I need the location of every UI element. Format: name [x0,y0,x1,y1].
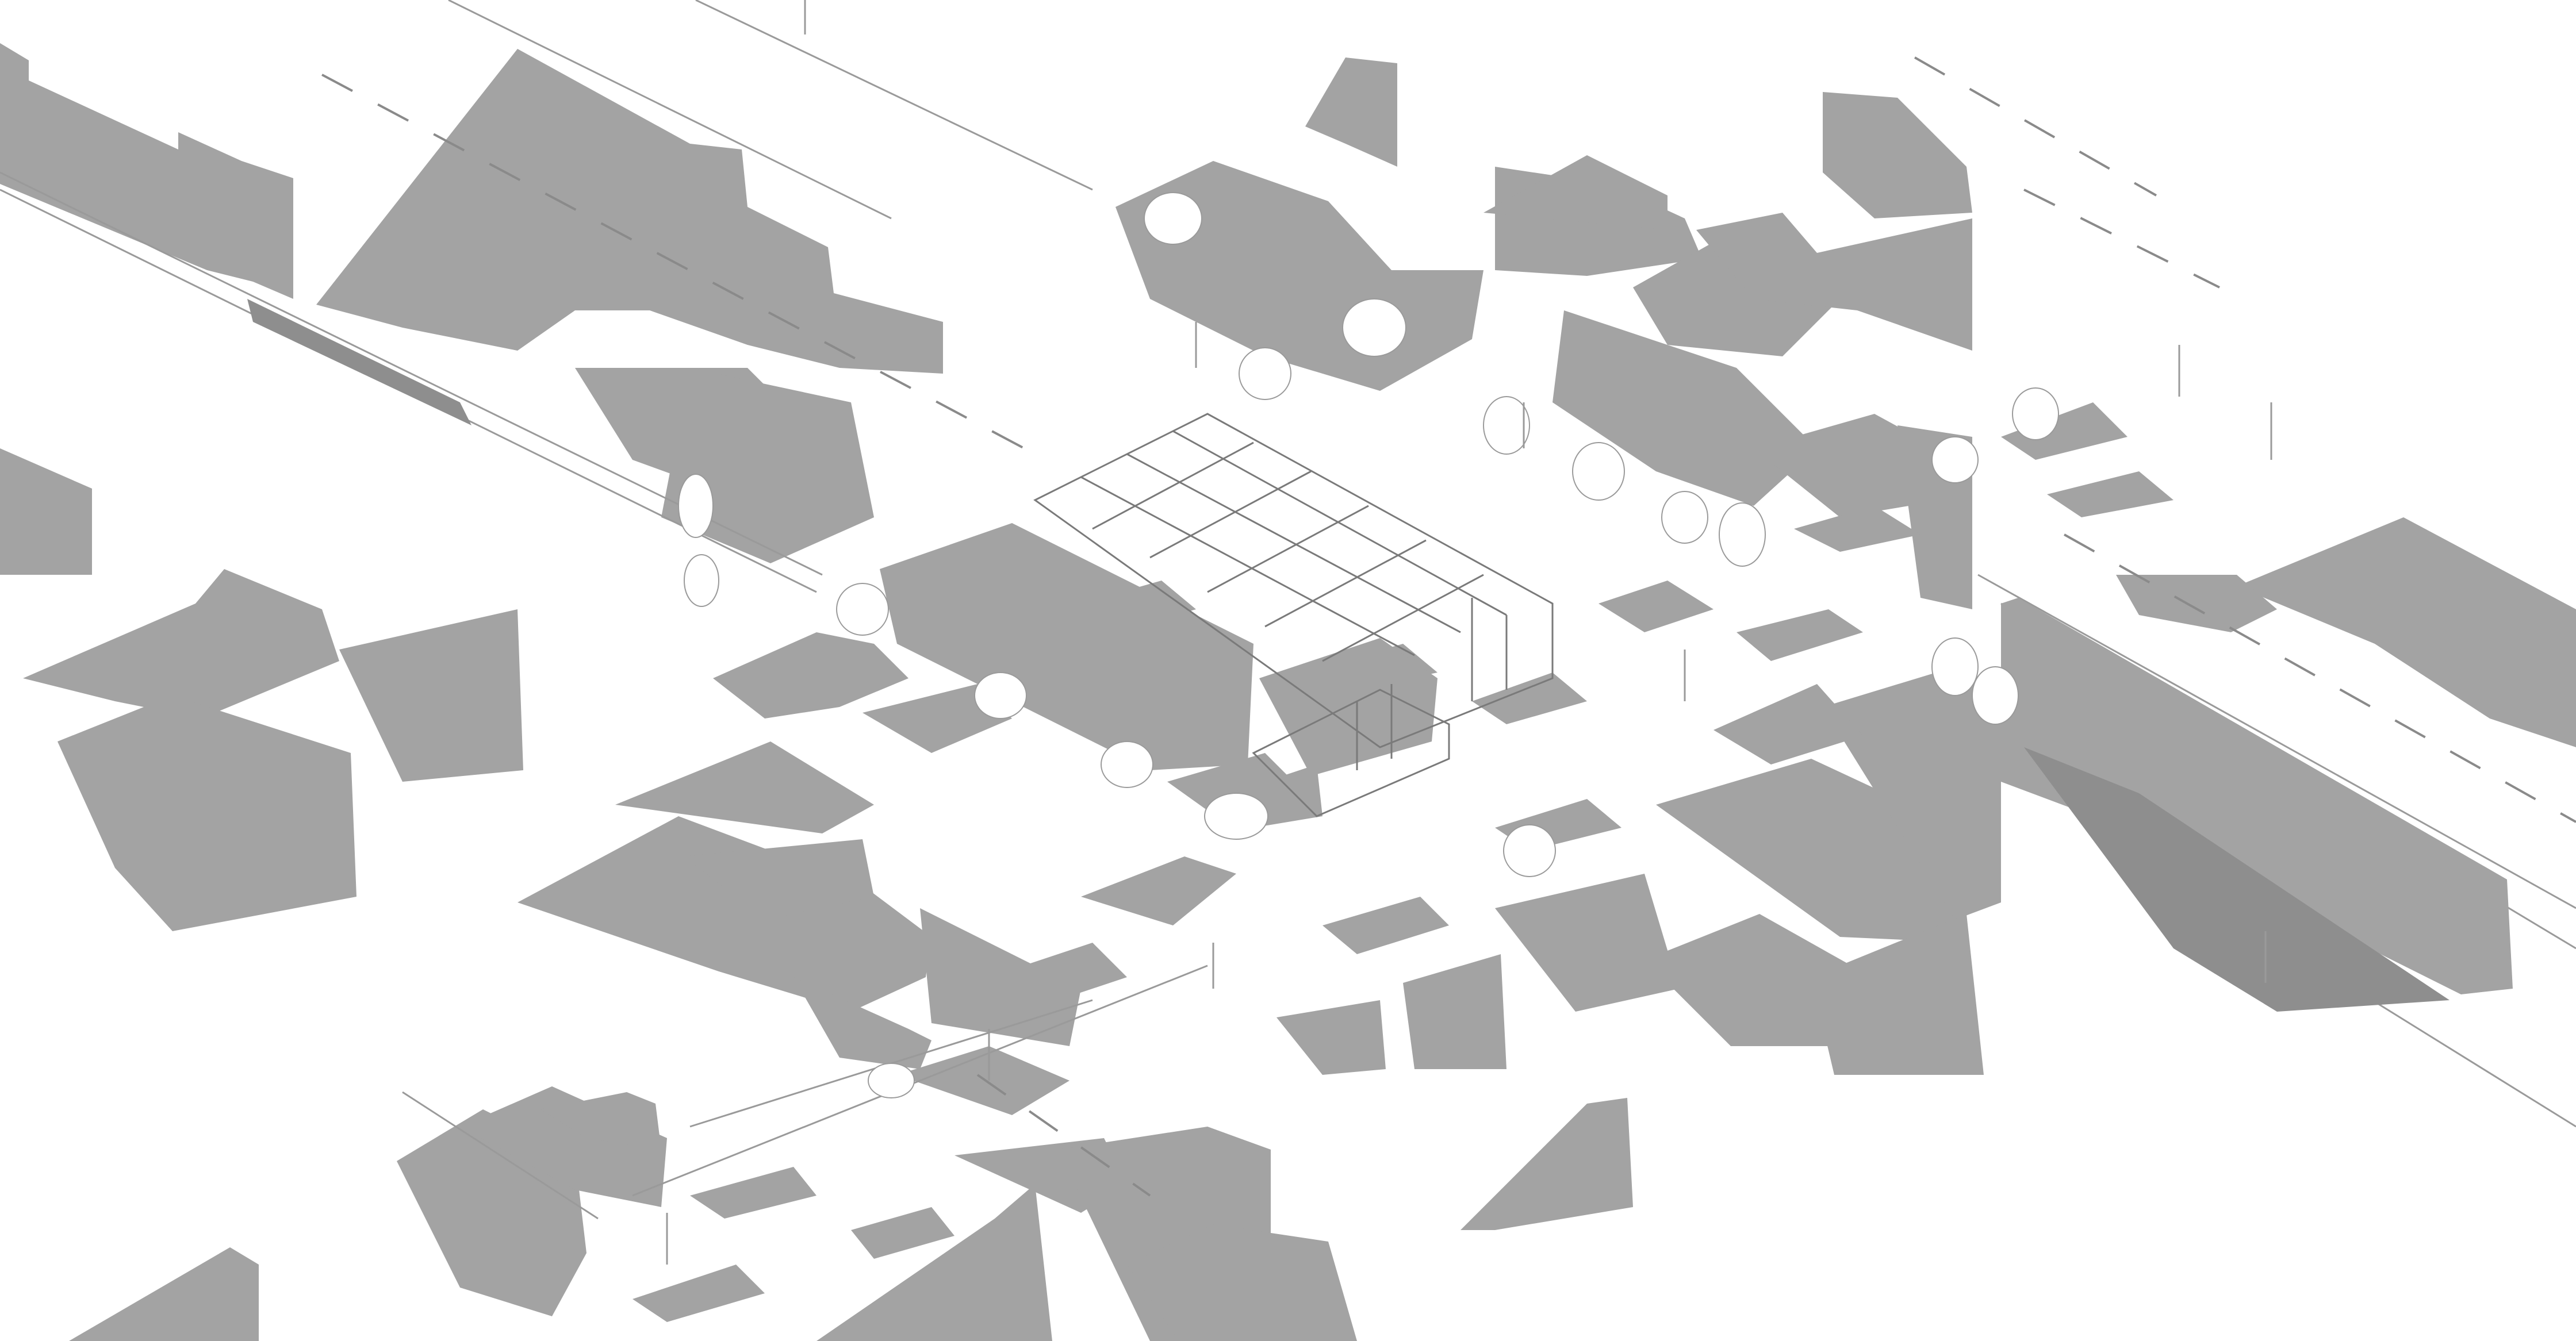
trees [678,192,2059,1098]
tree [1144,192,1202,245]
tree [1204,793,1268,840]
tree [1972,666,2019,725]
tree [678,474,714,538]
building-shadows-top-left [0,43,1081,1069]
street-furniture [666,0,2272,1265]
tree [684,554,719,607]
tree [836,583,889,636]
tree [1572,442,1625,501]
tree [2012,387,2059,440]
building-shadows-bottom [69,1046,1357,1341]
tree [1661,491,1708,544]
central-building [880,413,1554,828]
tree [1503,824,1556,877]
tree [1483,396,1530,455]
tree [1101,741,1153,788]
tree [1239,347,1291,400]
tree [1931,637,1979,696]
tree [1719,502,1766,567]
building-shadows-right [1276,598,2513,1230]
tree [974,672,1027,719]
tree [1931,436,1979,483]
tree [868,1063,915,1098]
tree [1342,298,1406,357]
